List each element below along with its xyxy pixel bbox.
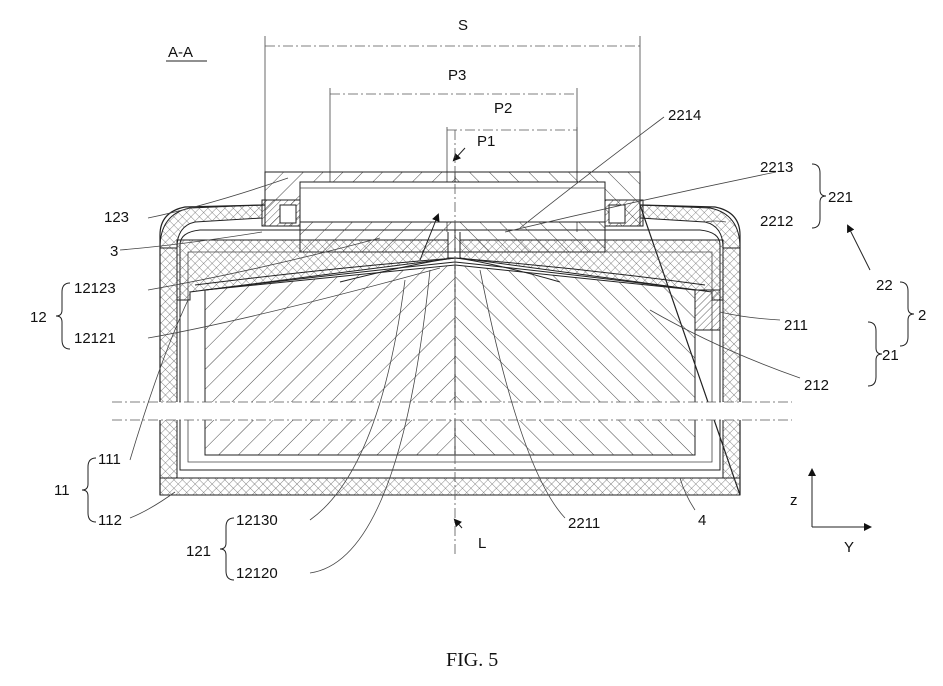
label-12130: 12130: [236, 512, 278, 529]
label-2213: 2213: [760, 159, 793, 176]
axis-z-label: z: [790, 492, 798, 509]
arrow-221-22: [848, 226, 870, 270]
label-111: 111: [98, 451, 121, 468]
label-4: 4: [698, 512, 706, 529]
brace-12: [56, 283, 70, 349]
figure-caption: FIG. 5: [446, 649, 498, 671]
axis-y-label: Y: [844, 539, 854, 556]
brace-2: [900, 282, 914, 346]
brace-21: [868, 322, 882, 386]
label-11: 11: [54, 482, 70, 499]
label-211: 211: [784, 317, 808, 334]
label-12123: 12123: [74, 280, 116, 297]
dimension-p2-label: P2: [494, 100, 512, 117]
label-2211: 2211: [568, 515, 600, 532]
label-22: 22: [876, 277, 893, 294]
dimension-s-label: S: [458, 17, 468, 34]
label-221: 221: [828, 189, 853, 206]
brace-121: [220, 518, 234, 580]
section-break-band: [112, 402, 792, 420]
coordinate-axes: z Y: [790, 470, 870, 556]
label-12121: 12121: [74, 330, 116, 347]
dimension-p1: P1: [454, 133, 495, 160]
label-2: 2: [918, 307, 926, 324]
label-21: 21: [882, 347, 899, 364]
dimension-s: S: [265, 17, 640, 178]
label-3: 3: [110, 243, 118, 260]
label-12120: 12120: [236, 565, 278, 582]
label-112: 112: [98, 512, 122, 529]
label-212: 212: [804, 377, 829, 394]
label-123: 123: [104, 209, 129, 226]
section-label: A-A: [168, 44, 193, 61]
dimension-p1-label: P1: [477, 133, 495, 150]
dimension-p3-label: P3: [448, 67, 466, 84]
label-2214: 2214: [668, 107, 701, 124]
seal-right: [605, 200, 643, 226]
brace-221: [812, 164, 826, 228]
label-2212: 2212: [760, 213, 793, 230]
label-121: 121: [186, 543, 211, 560]
label-12: 12: [30, 309, 47, 326]
brace-11: [82, 458, 96, 522]
cell-core: [205, 265, 720, 455]
axis-line-label: L: [478, 535, 486, 552]
seal-left: [262, 200, 300, 226]
